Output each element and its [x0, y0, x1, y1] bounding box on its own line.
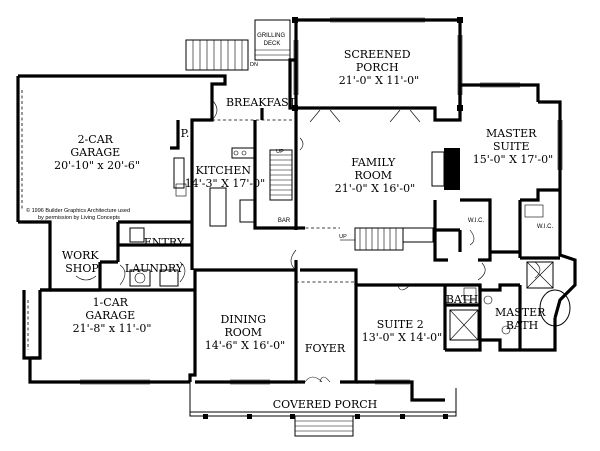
bath-fixtures	[449, 204, 571, 341]
fireplace	[431, 148, 460, 190]
grilling-deck-label: GRILLING DECK	[257, 33, 287, 47]
master-suite-dims: 15'-0" X 17'-0"	[473, 153, 553, 166]
room-labels: SCREENED PORCH 21'-0" X 11'-0" GRILLING …	[26, 33, 553, 411]
workshop-label: WORK SHOP	[62, 249, 102, 275]
master-suite-label: MASTER SUITE 15'-0" X 17'-0"	[473, 127, 553, 166]
suite2-label: SUITE 2 13'-0" X 14'-0"	[362, 318, 442, 344]
dining-room-label: DINING ROOM 14'-6" X 16'-0"	[205, 313, 285, 352]
master-bath-label: MASTER BATH	[495, 306, 549, 332]
copyright-line1: © 1996 Builder Graphics Architecture use…	[26, 207, 130, 214]
garage-1car-dims: 21'-8" x 11'-0"	[73, 322, 152, 335]
kitchen-label: KITCHEN 14'-3" X 17'-0"	[185, 164, 265, 190]
kitchen-name: KITCHEN	[195, 164, 251, 177]
suite2-dims: 13'-0" X 14'-0"	[362, 331, 442, 344]
windows	[80, 17, 563, 385]
entry-label: ENTRY	[144, 236, 185, 249]
deck-stairs	[185, 19, 291, 71]
dining-room-dims: 14'-6" X 16'-0"	[205, 339, 285, 352]
screened-porch-label: SCREENED PORCH 21'-0" X 11'-0"	[339, 48, 419, 87]
screened-porch-dims: 21'-0" X 11'-0"	[339, 74, 419, 87]
kitchen-dims: 14'-3" X 17'-0"	[185, 177, 265, 190]
garage-doors	[21, 90, 29, 350]
bath-label: BATH	[446, 293, 478, 306]
dashed-openings	[212, 119, 356, 283]
bar-label: BAR	[278, 218, 291, 224]
foyer-label: FOYER	[305, 342, 346, 355]
covered-porch-label: COVERED PORCH	[273, 398, 378, 411]
suite2-name: SUITE 2	[377, 318, 424, 331]
walls	[16, 18, 577, 402]
screened-porch-line1: SCREENED	[344, 48, 411, 61]
pantry-label: P.	[181, 127, 190, 140]
wic-right-label: W.I.C.	[537, 224, 554, 230]
main-stairs	[340, 227, 434, 251]
laundry-label: LAUNDRY	[125, 262, 184, 275]
copyright-note: © 1996 Builder Graphics Architecture use…	[26, 207, 132, 221]
garage-1car-label: 1-CAR GARAGE 21'-8" x 11'-0"	[73, 296, 152, 335]
family-room-dims: 21'-0" X 16'-0"	[335, 182, 415, 195]
garage-2car-dims: 20'-10" x 20'-6"	[54, 159, 140, 172]
door-swings	[75, 99, 541, 383]
kitchen-stairs	[269, 149, 293, 201]
garage-2car-label: 2-CAR GARAGE 20'-10" x 20'-6"	[54, 133, 140, 172]
interior-walls	[40, 108, 560, 350]
stair-up-label: UP	[276, 149, 284, 155]
screened-porch-line2: PORCH	[356, 61, 399, 74]
stair-dn-label: DN	[250, 62, 258, 68]
kitchen-fixtures	[173, 147, 255, 227]
wic-left-label: W.I.C.	[468, 218, 485, 224]
family-room-label: FAMILY ROOM 21'-0" X 16'-0"	[335, 156, 415, 195]
laundry-fixtures	[129, 227, 179, 287]
copyright-line2: by permission by Living Concepts	[38, 215, 120, 221]
stair-up-label-main: UP	[339, 234, 347, 240]
breakfast-label: BREAKFAST	[226, 96, 297, 109]
covered-porch-structure	[189, 382, 457, 437]
